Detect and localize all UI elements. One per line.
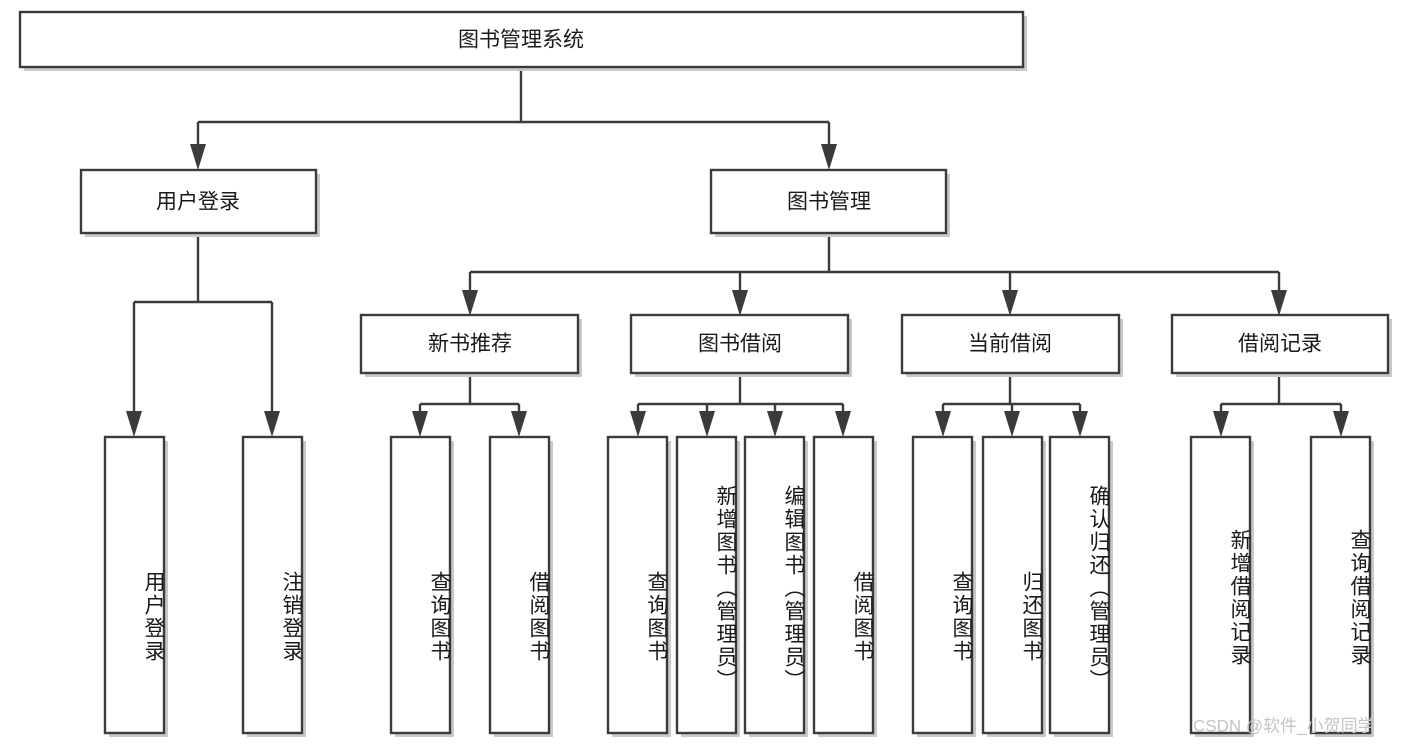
leaf-node-logout[interactable]: [241, 435, 306, 737]
leaf-cb-return-box[interactable]: [981, 435, 1044, 735]
leaf-cb-confirm-box[interactable]: [1048, 435, 1111, 735]
leaf-node-cb-query-book[interactable]: [911, 435, 976, 737]
node-user-login-label: 用户登录: [156, 191, 240, 214]
arrow-head-cb-leaf-3: [1072, 411, 1088, 437]
leaf-node-br-query-record[interactable]: [1309, 435, 1374, 737]
node-book-borrow-box[interactable]: [629, 313, 850, 375]
connector-group-new-book-to-leaves: [412, 375, 527, 437]
arrow-head-br-leaf-2: [1333, 411, 1349, 437]
leaf-node-user-login[interactable]: [103, 435, 168, 737]
arrow-head-bb-leaf-1: [630, 411, 646, 437]
leaf-nb-query-box[interactable]: [389, 435, 452, 735]
arrow-head-bb-leaf-4: [835, 411, 851, 437]
leaf-bb-edit-box[interactable]: [743, 435, 806, 735]
leaf-node-bb-borrow-book[interactable]: [812, 435, 877, 737]
leaf-node-nb-borrow-book[interactable]: [488, 435, 553, 737]
connector-group-root-to-level2: [190, 67, 837, 170]
leaf-logout-box[interactable]: [241, 435, 304, 735]
leaf-cb-query-box[interactable]: [911, 435, 974, 735]
node-book-borrow-label: 图书借阅: [698, 333, 782, 356]
arrow-head-cb-leaf-1: [935, 411, 951, 437]
leaf-br-query-box[interactable]: [1309, 435, 1372, 735]
arrow-head-user-login: [190, 144, 206, 170]
leaf-node-cb-confirm-return[interactable]: [1048, 435, 1113, 737]
csdn-watermark: CSDN @软件_小贺同学: [1193, 716, 1375, 735]
leaf-node-br-add-record[interactable]: [1189, 435, 1254, 737]
connector-group-current-borrow-to-leaves: [935, 375, 1088, 437]
leaf-bb-query-box[interactable]: [606, 435, 669, 735]
connector-group-user-login-to-leaves: [126, 233, 280, 437]
node-current-borrow-box[interactable]: [900, 313, 1121, 375]
leaf-node-bb-add-book[interactable]: [675, 435, 740, 737]
arrow-head-bb-leaf-3: [767, 411, 783, 437]
leaf-node-cb-return-book[interactable]: [981, 435, 1046, 737]
node-user-login[interactable]: 用户登录: [79, 168, 320, 237]
leaf-node-bb-edit-book[interactable]: [743, 435, 808, 737]
arrow-head-borrow-record: [1271, 290, 1287, 316]
arrow-head-leaf-logout: [264, 411, 280, 437]
arrow-head-leaf-user-login: [126, 411, 142, 437]
node-user-login-box[interactable]: [79, 168, 318, 235]
node-book-manage[interactable]: 图书管理: [709, 168, 950, 237]
node-current-borrow-label: 当前借阅: [968, 333, 1052, 356]
connector-group-book-borrow-to-leaves: [630, 375, 851, 437]
node-book-manage-box[interactable]: [709, 168, 948, 235]
leaf-bb-add-box[interactable]: [675, 435, 738, 735]
node-new-book-box[interactable]: [359, 313, 580, 375]
node-new-book-label: 新书推荐: [428, 333, 512, 356]
arrow-head-bb-leaf-2: [699, 411, 715, 437]
arrow-head-book-borrow: [732, 290, 748, 316]
connector-group-book-manage-to-level3: [462, 233, 1287, 316]
leaf-br-add-box[interactable]: [1189, 435, 1252, 735]
arrow-head-cb-leaf-2: [1004, 411, 1020, 437]
node-borrow-record-box[interactable]: [1170, 313, 1390, 375]
leaf-user-login-box[interactable]: [103, 435, 166, 735]
arrow-head-current-borrow: [1002, 290, 1018, 316]
node-borrow-record[interactable]: 借阅记录: [1170, 313, 1392, 377]
connector-group-borrow-record-to-leaves: [1213, 375, 1349, 437]
leaf-node-nb-query-book[interactable]: [389, 435, 454, 737]
node-book-manage-label: 图书管理: [787, 191, 871, 214]
arrow-head-nb-leaf-2: [511, 411, 527, 437]
node-current-borrow[interactable]: 当前借阅: [900, 313, 1123, 377]
leaf-bb-borrow-box[interactable]: [812, 435, 875, 735]
node-new-book-recommend[interactable]: 新书推荐: [359, 313, 582, 377]
node-book-borrow[interactable]: 图书借阅: [629, 313, 852, 377]
node-root-label: 图书管理系统: [458, 29, 584, 52]
node-root[interactable]: 图书管理系统: [18, 10, 1027, 71]
node-root-box[interactable]: [18, 10, 1025, 69]
arrow-head-nb-leaf-1: [412, 411, 428, 437]
arrow-head-br-leaf-1: [1213, 411, 1229, 437]
arrow-head-new-book: [462, 290, 478, 316]
node-borrow-record-label: 借阅记录: [1238, 333, 1322, 356]
arrow-head-book-manage: [821, 144, 837, 170]
leaf-node-bb-query-book[interactable]: [606, 435, 671, 737]
leaf-nb-borrow-box[interactable]: [488, 435, 551, 735]
